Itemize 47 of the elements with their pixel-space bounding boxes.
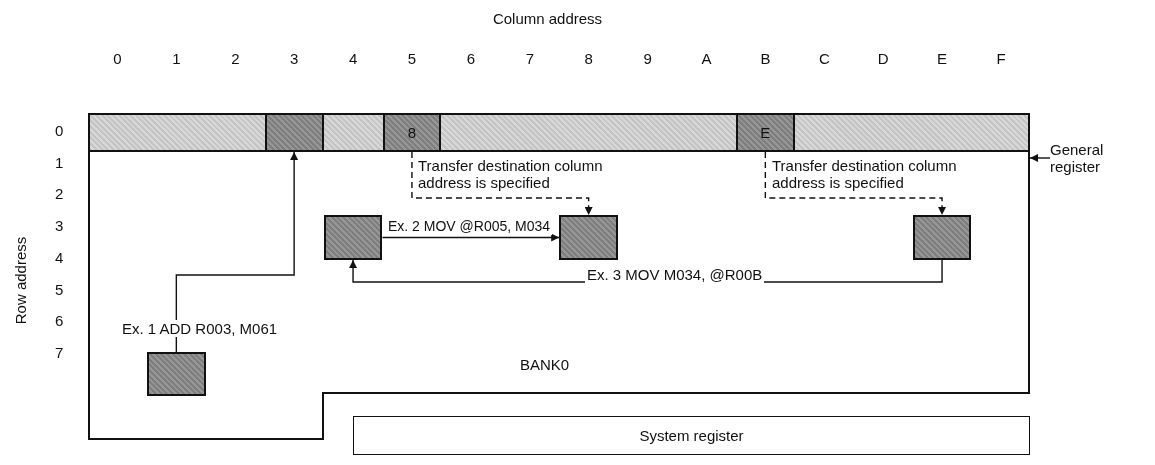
- memory-cell: [323, 215, 383, 260]
- arrow: [1029, 154, 1051, 162]
- column-number: E: [936, 50, 949, 67]
- row-number: 2: [55, 185, 64, 203]
- bank-label: BANK0: [520, 356, 570, 373]
- row-number: 5: [55, 280, 64, 298]
- axis-title: Column address: [491, 10, 604, 27]
- arrow: [175, 151, 299, 353]
- column-number: 1: [171, 50, 182, 67]
- column-number: 3: [289, 50, 300, 67]
- column-number: F: [995, 50, 1007, 67]
- column-number: B: [759, 50, 772, 67]
- row-number: 3: [55, 217, 64, 235]
- row-number: 0: [55, 122, 64, 139]
- row-number: 1: [55, 153, 64, 171]
- edge-label: Transfer destination column address is specified: [417, 157, 604, 191]
- register-cell: 8: [382, 113, 442, 152]
- register-caption: General register: [1050, 140, 1130, 176]
- system-register-box: System register: [353, 416, 1030, 455]
- edge-label: Ex. 3 MOV M034, @R00B: [585, 266, 765, 283]
- edge-label: Transfer destination column address is specified: [771, 157, 958, 191]
- row-number: 7: [55, 343, 64, 361]
- column-number: 4: [347, 50, 359, 67]
- column-number: C: [817, 50, 831, 67]
- column-number: 0: [112, 50, 123, 67]
- register-cell: [264, 113, 324, 152]
- register-row-bar: [88, 113, 1030, 152]
- memory-cell: [559, 215, 619, 260]
- column-number: 6: [465, 50, 477, 67]
- column-number: A: [700, 50, 713, 67]
- column-number: 7: [524, 50, 535, 67]
- column-number: 9: [642, 50, 653, 67]
- edge-label: Ex. 2 MOV @R005, M034: [386, 218, 553, 235]
- dashed-arrow: [764, 151, 947, 216]
- row-number: 4: [55, 248, 64, 266]
- column-number: 2: [230, 50, 241, 67]
- edge-label: Ex. 1 ADD R003, M061: [120, 320, 280, 337]
- arrow: [381, 233, 560, 242]
- memory-cell: [912, 215, 972, 260]
- memory-cell: [146, 352, 206, 396]
- register-cell: E: [735, 113, 795, 152]
- column-number: D: [876, 50, 890, 67]
- dashed-arrow: [411, 151, 593, 216]
- row-number: 6: [55, 312, 64, 330]
- column-number: 5: [406, 50, 418, 67]
- column-number: 8: [583, 50, 594, 67]
- axis-title: Row address: [11, 235, 29, 326]
